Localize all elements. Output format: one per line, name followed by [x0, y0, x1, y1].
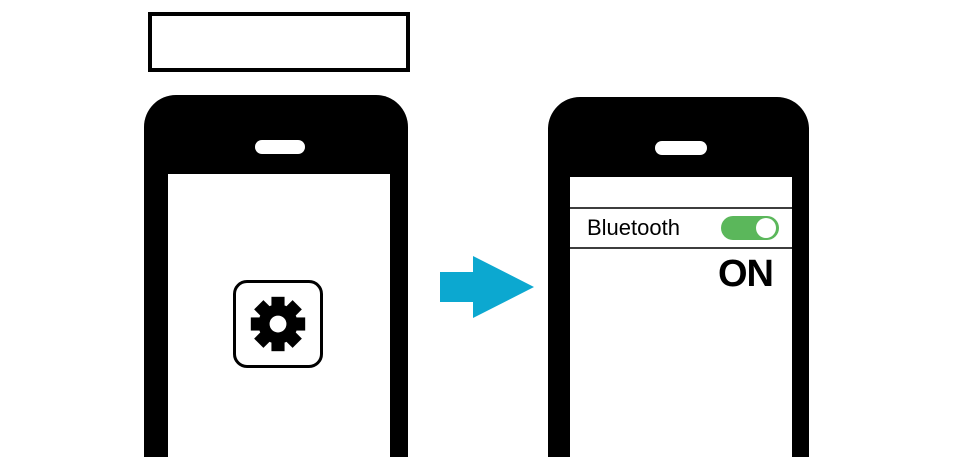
bluetooth-row: Bluetooth	[570, 209, 792, 247]
gear-icon	[250, 296, 306, 352]
left-phone	[144, 95, 408, 457]
row-divider	[570, 247, 792, 249]
right-phone-screen: Bluetooth ON	[570, 177, 792, 457]
row-divider	[570, 207, 792, 209]
arrow-right-icon	[440, 256, 534, 318]
settings-app-button[interactable]	[233, 280, 323, 368]
speaker-slot-icon	[655, 141, 707, 155]
bluetooth-label: Bluetooth	[587, 215, 680, 240]
bluetooth-status-text: ON	[718, 253, 774, 295]
bluetooth-toggle[interactable]	[721, 216, 779, 240]
left-phone-screen	[168, 174, 390, 457]
right-phone: Bluetooth ON	[548, 97, 809, 457]
toggle-knob-icon	[756, 218, 776, 238]
speaker-slot-icon	[255, 140, 305, 154]
screen-top-row	[570, 177, 792, 207]
caption-box	[148, 12, 410, 72]
